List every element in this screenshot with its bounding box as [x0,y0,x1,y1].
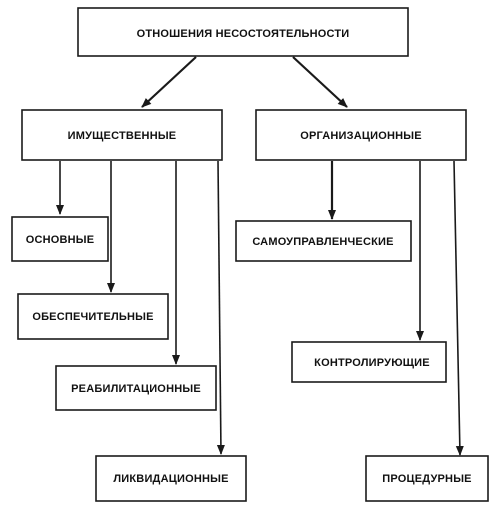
node-rehabilitation-label: РЕАБИЛИТАЦИОННЫЕ [71,383,201,395]
node-selfgov-label: САМОУПРАВЛЕНЧЕСКИЕ [252,236,393,248]
node-liquidation-label: ЛИКВИДАЦИОННЫЕ [113,473,228,485]
node-basic: ОСНОВНЫЕ [11,216,109,262]
node-control-label: КОНТРОЛИРУЮЩИЕ [314,357,430,369]
edge-organizational-to-procedural [453,160,464,456]
node-root-label: ОТНОШЕНИЯ НЕСОСТОЯТЕЛЬНОСТИ [137,28,350,40]
node-organizational: ОРГАНИЗАЦИОННЫЕ [255,109,467,161]
node-control: КОНТРОЛИРУЮЩИЕ [291,341,447,383]
node-selfgov: САМОУПРАВЛЕНЧЕСКИЕ [235,220,412,262]
node-rehabilitation: РЕАБИЛИТАЦИОННЫЕ [55,365,217,411]
node-property: ИМУЩЕСТВЕННЫЕ [21,109,223,161]
edge-root-to-organizational [292,56,348,108]
node-procedural-label: ПРОЦЕДУРНЫЕ [382,473,471,485]
node-liquidation: ЛИКВИДАЦИОННЫЕ [95,455,247,502]
edge-root-to-property [141,56,197,108]
node-security-label: ОБЕСПЕЧИТЕЛЬНЫЕ [32,311,153,323]
node-organizational-label: ОРГАНИЗАЦИОННЫЕ [300,130,422,142]
node-security: ОБЕСПЕЧИТЕЛЬНЫЕ [17,293,169,340]
node-basic-label: ОСНОВНЫЕ [26,234,95,246]
node-property-label: ИМУЩЕСТВЕННЫЕ [68,130,177,142]
node-procedural: ПРОЦЕДУРНЫЕ [365,455,489,502]
node-root: ОТНОШЕНИЯ НЕСОСТОЯТЕЛЬНОСТИ [77,7,409,57]
edge-property-to-liquidation [216,160,225,455]
